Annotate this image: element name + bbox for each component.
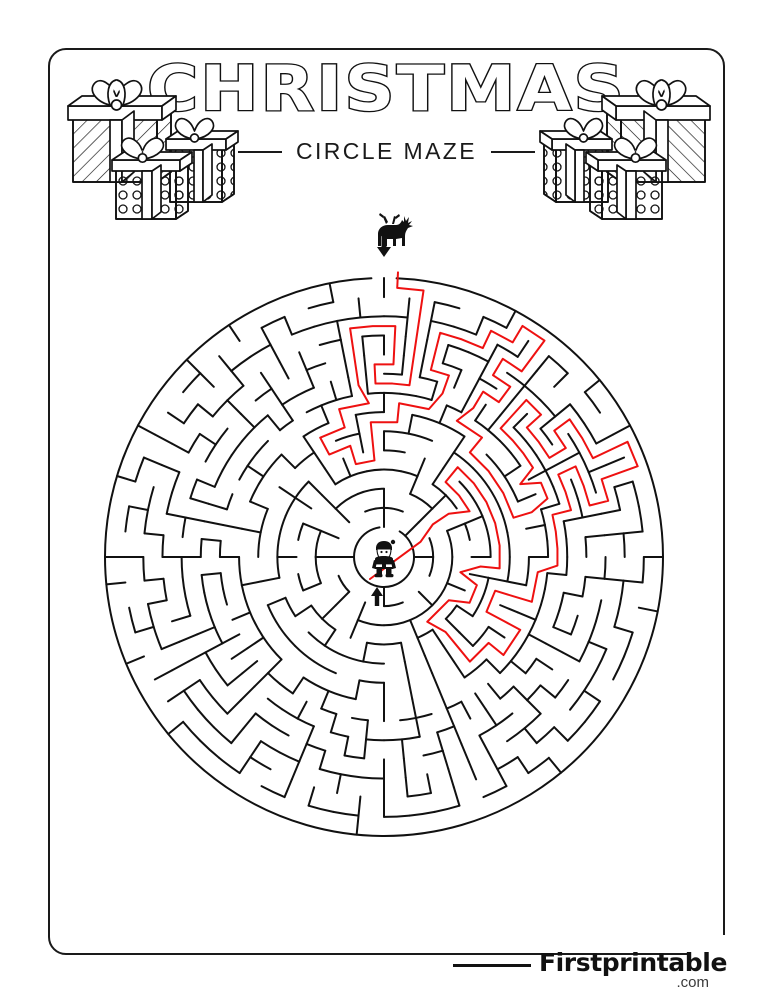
goal-arrow-icon <box>371 587 383 606</box>
santa-icon <box>372 539 396 578</box>
subtitle-rule-right <box>491 150 536 153</box>
subtitle-row: CIRCLE MAZE <box>0 138 773 165</box>
logo-wordmark: Firstprintable <box>538 948 727 977</box>
site-logo: Firstprintable .com <box>452 948 727 990</box>
header: CHRISTMAS CIRCLE MAZE <box>0 52 773 165</box>
logo-tld: .com <box>676 974 709 991</box>
gift-small-dotted <box>111 137 193 220</box>
page-title: CHRISTMAS <box>146 52 626 125</box>
subtitle-rule-left <box>237 150 282 153</box>
circle-maze <box>92 205 677 850</box>
logo-rule <box>452 963 531 967</box>
maze-canvas <box>104 213 664 837</box>
page-subtitle: CIRCLE MAZE <box>295 138 478 164</box>
gift-small-dotted <box>585 137 667 220</box>
reindeer-icon <box>378 213 413 246</box>
maze-solution-path <box>319 271 639 663</box>
gift-boxes-right <box>518 62 718 237</box>
start-arrow-icon <box>377 234 391 257</box>
frame-logo-gap <box>690 935 730 965</box>
gift-boxes-left <box>60 62 260 237</box>
